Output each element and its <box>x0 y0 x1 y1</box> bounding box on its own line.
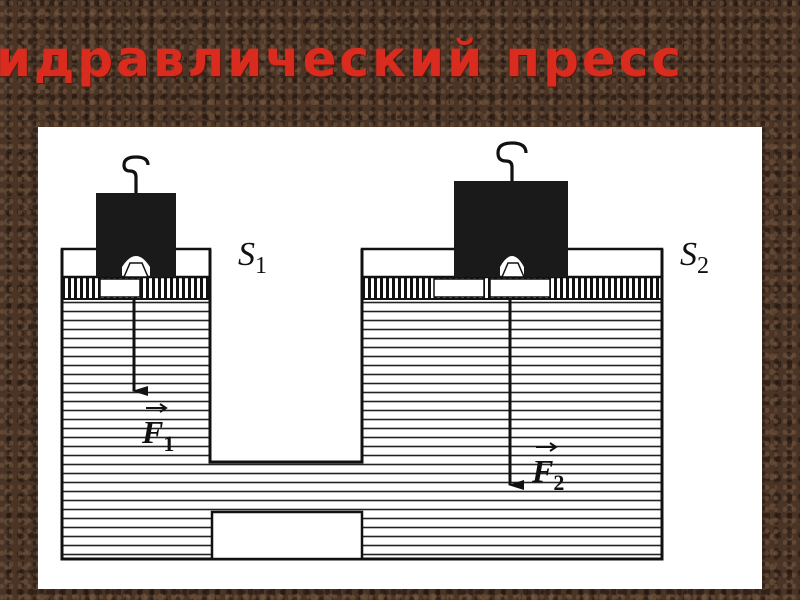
bottom-block <box>210 510 364 561</box>
hook-icon <box>496 141 528 181</box>
label-s2: S2 <box>680 236 709 279</box>
small-piston-gap <box>99 278 141 298</box>
hydraulic-press-diagram: S1 S2 F1 F2 <box>60 141 709 561</box>
svg-text:F2: F2 <box>531 453 564 495</box>
label-s1: S1 <box>238 236 267 279</box>
svg-text:F1: F1 <box>141 414 174 456</box>
small-weight <box>96 193 176 278</box>
large-piston-gap-1 <box>433 278 485 298</box>
label-f1: F1 <box>141 403 174 456</box>
hook-icon <box>122 155 150 193</box>
diagram-panel: S1 S2 F1 F2 <box>38 127 762 589</box>
label-f2: F2 <box>531 442 564 495</box>
page-title: идравлический пресс <box>0 30 685 88</box>
large-weight <box>454 181 568 278</box>
large-piston-gap-2 <box>489 278 551 298</box>
